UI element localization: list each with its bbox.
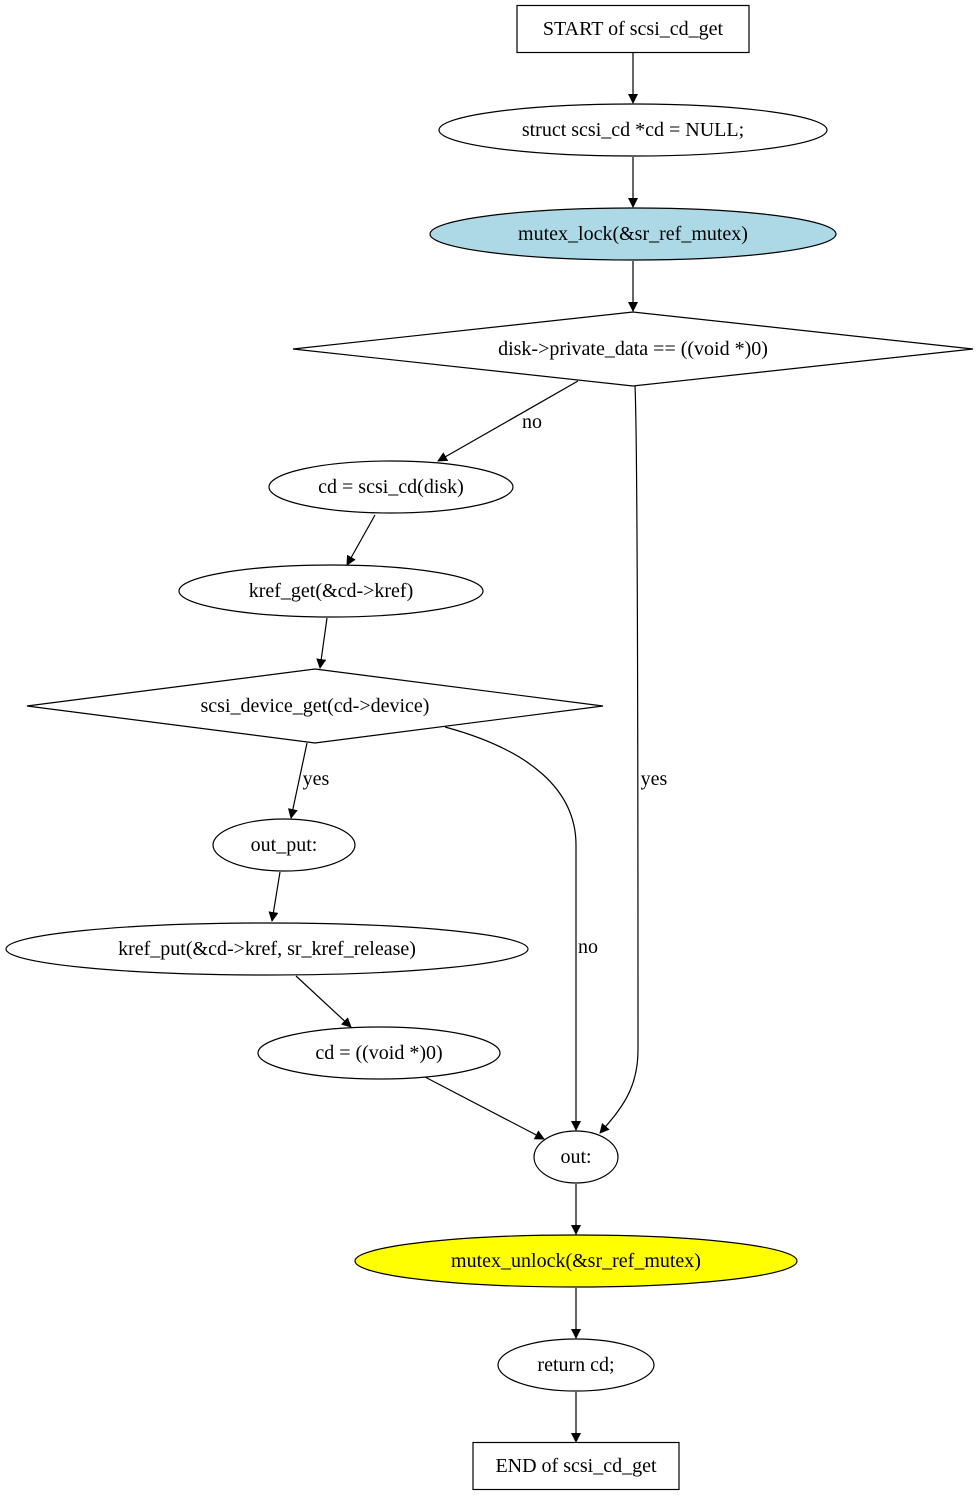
node-output: out_put:: [212, 818, 356, 872]
node-label: return cd;: [537, 1354, 614, 1376]
ellipse-shape: [5, 922, 529, 976]
ellipse-shape: [257, 1026, 501, 1080]
node-label: out:: [560, 1146, 591, 1168]
edge-cond2-to-out: [444, 726, 581, 1131]
box-shape: [472, 1441, 680, 1491]
node-kput: kref_put(&cd->kref, sr_kref_release): [5, 922, 529, 976]
node-label: END of scsi_cd_get: [495, 1455, 657, 1477]
ellipse-shape: [438, 103, 828, 157]
node-end: END of scsi_cd_get: [472, 1441, 680, 1491]
ellipse-shape: [497, 1338, 655, 1392]
box-shape: [516, 4, 750, 54]
node-label: START of scsi_cd_get: [543, 18, 724, 40]
node-nullify: cd = ((void *)0): [257, 1026, 501, 1080]
node-label: struct scsi_cd *cd = NULL;: [522, 119, 744, 141]
node-assign: cd = scsi_cd(disk): [268, 460, 514, 514]
node-label: out_put:: [251, 834, 318, 856]
node-label: disk->private_data == ((void *)0): [498, 338, 768, 360]
edge-assign-to-kget: [346, 514, 376, 566]
node-label: cd = scsi_cd(disk): [318, 476, 464, 498]
node-label: kref_put(&cd->kref, sr_kref_release): [118, 938, 416, 960]
node-label: scsi_device_get(cd->device): [201, 695, 430, 717]
node-label: mutex_lock(&sr_ref_mutex): [518, 223, 748, 245]
node-label: cd = ((void *)0): [315, 1042, 442, 1064]
diamond-shape: [26, 668, 604, 744]
node-out: out:: [533, 1130, 619, 1184]
ellipse-shape: [354, 1234, 798, 1288]
ellipse-shape: [268, 460, 514, 514]
ellipse-shape: [429, 207, 837, 261]
node-lock: mutex_lock(&sr_ref_mutex): [429, 207, 837, 261]
edge-output-to-kput: [268, 871, 281, 922]
node-start: START of scsi_cd_get: [516, 4, 750, 54]
edge-label-no: no: [522, 411, 542, 433]
node-unlock: mutex_unlock(&sr_ref_mutex): [354, 1234, 798, 1288]
edge-label-yes: yes: [641, 768, 668, 790]
node-label: mutex_unlock(&sr_ref_mutex): [451, 1250, 701, 1272]
edge-label-yes: yes: [303, 768, 330, 790]
edge-cond2-to-output: [287, 742, 308, 819]
node-ret: return cd;: [497, 1338, 655, 1392]
diamond-shape: [292, 311, 974, 387]
ellipse-shape: [178, 564, 484, 618]
edge-nullify-to-out: [424, 1076, 545, 1140]
node-label: kref_get(&cd->kref): [249, 580, 414, 602]
ellipse-shape: [533, 1130, 619, 1184]
node-decl: struct scsi_cd *cd = NULL;: [438, 103, 828, 157]
edge-kput-to-nullify: [295, 975, 352, 1028]
edge-cond1-to-assign: [437, 380, 579, 462]
node-cond2: scsi_device_get(cd->device): [26, 668, 604, 744]
edge-cond1-to-out: [599, 385, 639, 1134]
node-cond1: disk->private_data == ((void *)0): [292, 311, 974, 387]
ellipse-shape: [212, 818, 356, 872]
edge-kget-to-cond2: [316, 617, 328, 669]
node-kget: kref_get(&cd->kref): [178, 564, 484, 618]
edge-label-no: no: [578, 936, 598, 958]
